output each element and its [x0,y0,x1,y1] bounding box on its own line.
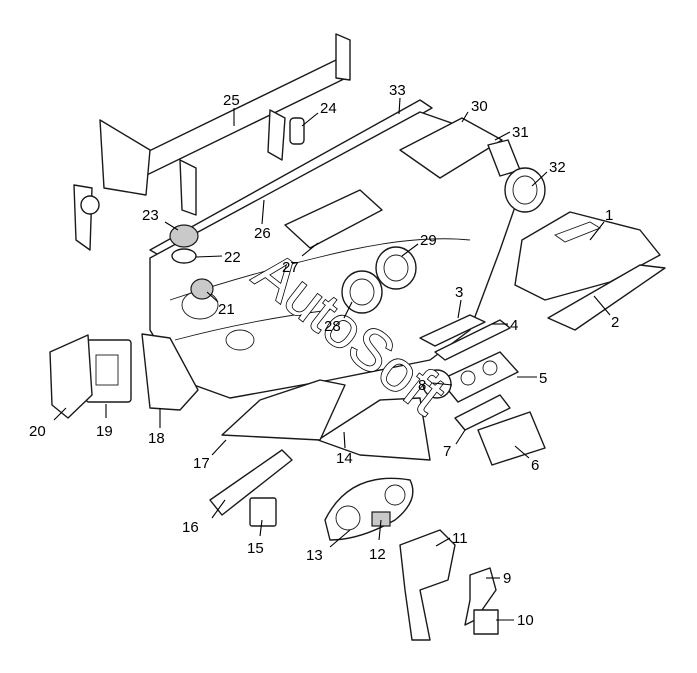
callout-7: 7 [443,443,451,460]
part-18-side-end-panel [141,333,199,411]
callout-19: 19 [96,423,113,440]
callout-numbers: 1 2 3 4 5 6 7 8 9 10 11 12 13 14 15 16 1… [29,82,619,629]
callout-25: 25 [223,92,240,109]
callout-24: 24 [320,100,337,117]
callout-23: 23 [142,207,159,224]
callout-leader-lines [53,97,611,621]
callout-6: 6 [531,457,539,474]
callout-16: 16 [182,519,199,536]
callout-12: 12 [369,546,386,563]
callout-33: 33 [389,82,406,99]
callout-11: 11 [452,530,468,547]
callout-4: 4 [510,317,518,334]
part-32-side-air-vent [504,167,546,213]
part-30-top-cover [399,117,503,179]
part-27-display-housing [284,189,383,249]
callout-1: 1 [605,207,613,224]
part-7-knob-bezel [454,394,511,431]
part-24-sun-sensor [289,117,305,145]
callout-2: 2 [611,314,619,331]
part-5-control-panel [439,351,519,403]
part-22-sensor-grommet [171,248,197,264]
callout-18: 18 [148,430,165,447]
callout-22: 22 [224,249,241,266]
callout-30: 30 [471,98,488,115]
callout-26: 26 [254,225,271,242]
callout-5: 5 [539,370,547,387]
callout-28: 28 [324,318,341,335]
callout-13: 13 [306,547,323,564]
part-19-fuse-box-cover [85,339,132,403]
callout-10: 10 [517,612,534,629]
callout-32: 32 [549,159,566,176]
callout-29: 29 [420,232,437,249]
callout-15: 15 [247,540,264,557]
part-20-fuse-box-bracket [49,334,93,419]
part-6-storage-tray [477,411,546,466]
part-23-speaker-cap [169,224,199,248]
callout-8: 8 [418,377,426,394]
callout-14: 14 [336,450,353,467]
part-14-center-lower-panel [317,397,431,461]
part-29-center-air-vent [375,246,417,290]
callout-3: 3 [455,284,463,301]
part-10-bracket-plate [473,609,499,635]
callout-27: 27 [282,259,299,276]
part-21-small-vent [190,278,214,300]
part-8-control-knob [422,369,452,399]
part-25-crossmember-beam [73,33,351,251]
callout-31: 31 [512,124,529,141]
part-2-lower-glove-trim [547,264,666,331]
part-3-switch-panel [419,314,486,347]
part-15-switch-module [249,497,277,527]
part-12-cluster-bracket [371,511,391,527]
part-13-instrument-cluster [324,477,414,541]
callout-9: 9 [503,570,511,587]
part-11-mounting-bracket [399,529,456,641]
part-17-knee-panel [221,379,346,441]
callout-17: 17 [193,455,210,472]
part-4-switch-bezel [434,319,511,361]
callout-21: 21 [218,301,235,318]
callout-20: 20 [29,423,46,440]
